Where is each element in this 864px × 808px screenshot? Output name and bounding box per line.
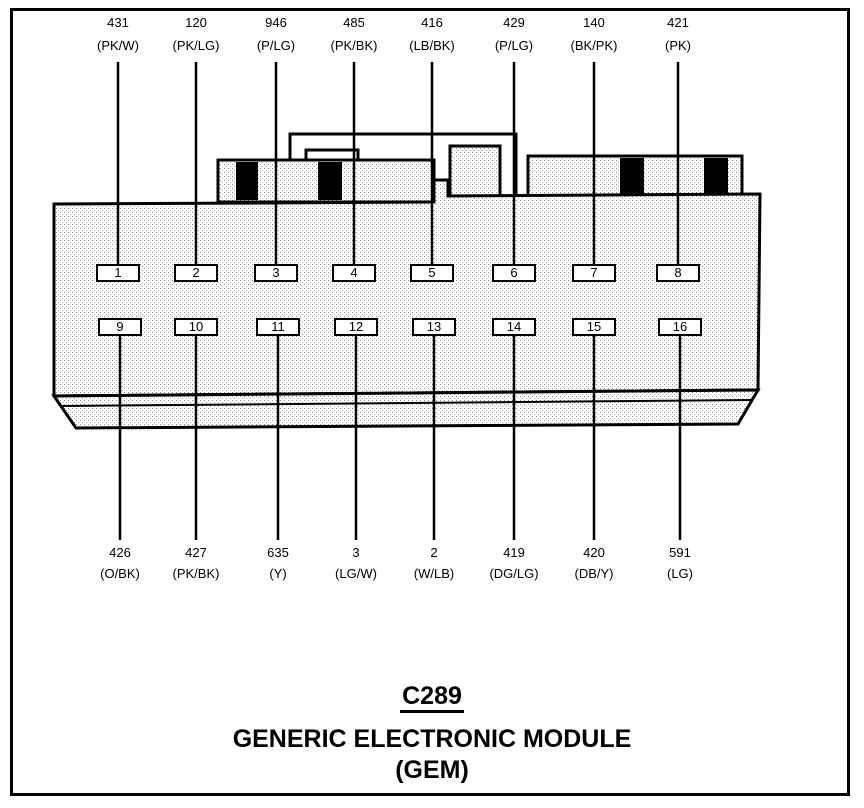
connector-lip bbox=[51, 388, 761, 430]
circuit-number: 120 bbox=[185, 15, 207, 30]
circuit-number: 419 bbox=[503, 545, 525, 560]
circuit-number: 946 bbox=[265, 15, 287, 30]
circuit-number: 591 bbox=[669, 545, 691, 560]
connector-latch bbox=[288, 132, 518, 200]
circuit-number: 426 bbox=[109, 545, 131, 560]
connector-title: C289 GENERIC ELECTRONIC MODULE (GEM) bbox=[0, 682, 864, 785]
connector-lip-line bbox=[61, 399, 753, 407]
pin-cavity: 4 bbox=[332, 264, 376, 282]
pin-cavity: 15 bbox=[572, 318, 616, 336]
diagram-frame bbox=[10, 8, 850, 796]
circuit-number: 140 bbox=[583, 15, 605, 30]
wire-color: (P/LG) bbox=[256, 38, 296, 53]
pin-cavity: 6 bbox=[492, 264, 536, 282]
wire-color: (DG/LG) bbox=[489, 566, 539, 581]
pin-cavity: 2 bbox=[174, 264, 218, 282]
wire-color: (PK/BK) bbox=[330, 38, 378, 53]
connector-latch-inner bbox=[304, 148, 360, 162]
wire-color: (LG/W) bbox=[335, 566, 377, 581]
wire-color: (BK/PK) bbox=[570, 38, 618, 53]
pin-cavity: 9 bbox=[98, 318, 142, 336]
circuit-number: 635 bbox=[267, 545, 289, 560]
connector-name: GENERIC ELECTRONIC MODULE bbox=[232, 725, 632, 753]
shroud-band bbox=[318, 162, 342, 200]
circuit-number: 485 bbox=[343, 15, 365, 30]
pin-cavity: 7 bbox=[572, 264, 616, 282]
wire-color: (LG) bbox=[667, 566, 693, 581]
circuit-number: 429 bbox=[503, 15, 525, 30]
pin-cavity: 1 bbox=[96, 264, 140, 282]
wire-color: (P/LG) bbox=[494, 38, 534, 53]
wire-color: (PK/LG) bbox=[172, 38, 220, 53]
wire-color: (PK/W) bbox=[97, 38, 139, 53]
pin-cavity: 5 bbox=[410, 264, 454, 282]
wire-color: (PK/BK) bbox=[172, 566, 220, 581]
connector-code: C289 bbox=[400, 682, 464, 713]
circuit-number: 416 bbox=[421, 15, 443, 30]
circuit-number: 3 bbox=[352, 545, 360, 560]
connector-body bbox=[52, 178, 762, 398]
wire-color: (Y) bbox=[269, 566, 287, 581]
pin-cavity: 3 bbox=[254, 264, 298, 282]
wire-color: (LB/BK) bbox=[409, 38, 455, 53]
circuit-number: 2 bbox=[430, 545, 438, 560]
pin-cavity: 12 bbox=[334, 318, 378, 336]
wire-color: (O/BK) bbox=[100, 566, 140, 581]
connector-latch-right bbox=[448, 144, 502, 200]
shroud-band bbox=[704, 158, 728, 196]
wire-color: (DB/Y) bbox=[574, 566, 614, 581]
pin-cavity: 16 bbox=[658, 318, 702, 336]
circuit-number: 420 bbox=[583, 545, 605, 560]
circuit-number: 431 bbox=[107, 15, 129, 30]
shroud-band bbox=[236, 162, 258, 200]
pin-cavity: 14 bbox=[492, 318, 536, 336]
wire-color: (W/LB) bbox=[413, 566, 455, 581]
connector-abbr: (GEM) bbox=[395, 756, 469, 784]
shroud-band bbox=[620, 158, 644, 196]
pin-cavity: 10 bbox=[174, 318, 218, 336]
circuit-number: 427 bbox=[185, 545, 207, 560]
wire-group bbox=[116, 62, 682, 540]
circuit-number: 421 bbox=[667, 15, 689, 30]
wire-color: (PK) bbox=[665, 38, 691, 53]
pin-cavity: 11 bbox=[256, 318, 300, 336]
pin-cavity: 13 bbox=[412, 318, 456, 336]
pin-cavity: 8 bbox=[656, 264, 700, 282]
